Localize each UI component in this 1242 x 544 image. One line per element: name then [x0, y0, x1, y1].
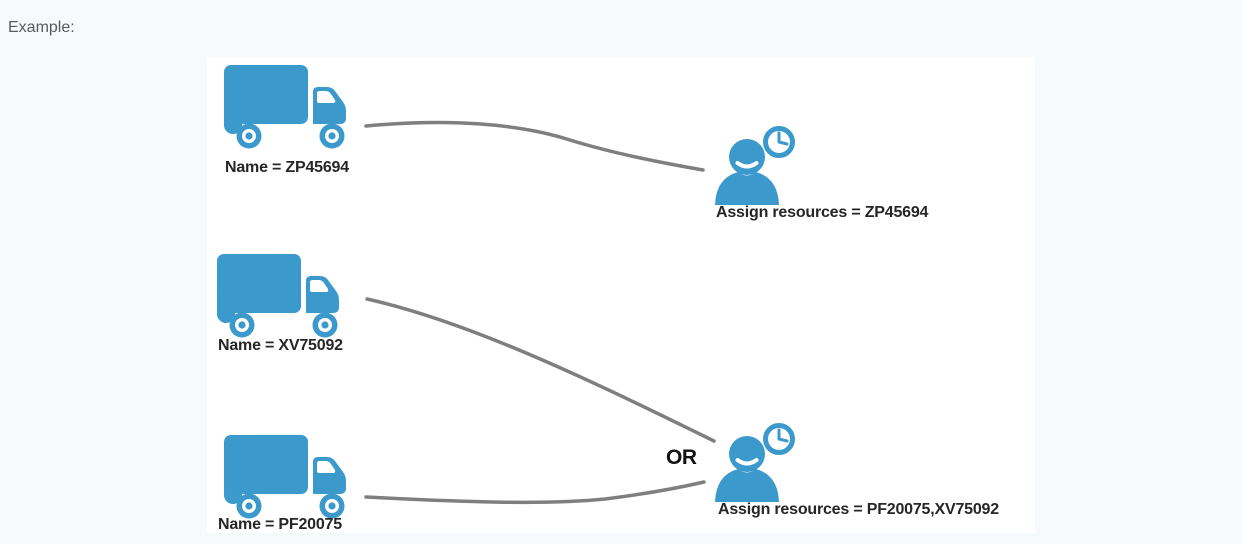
person-clock-icon: [711, 417, 803, 502]
assign-resources-label: Assign resources = PF20075,XV75092: [718, 501, 999, 518]
person-clock-icon: [711, 120, 803, 205]
truck-name-label: Name = XV75092: [218, 337, 343, 354]
truck-name-label: Name = PF20075: [218, 516, 342, 533]
truck-icon-pf20075: [224, 432, 354, 520]
or-operator-label: OR: [666, 446, 697, 469]
assign-resources-label: Assign resources = ZP45694: [716, 204, 929, 221]
example-caption: Example:: [8, 19, 75, 36]
truck-icon-zp45694: [224, 62, 354, 150]
truck-name-label: Name = ZP45694: [225, 159, 349, 176]
truck-icon-xv75092: [217, 251, 347, 339]
